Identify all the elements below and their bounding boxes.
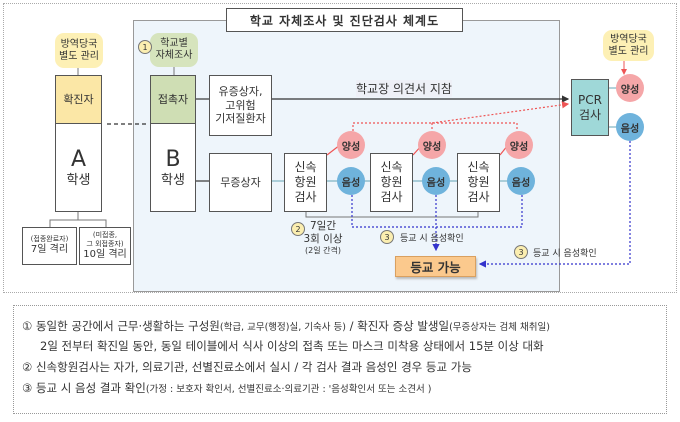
isolation-7-days: (접종완료자) 7일 격리 [22,227,77,265]
student-a-letter: A [70,146,87,172]
frequency-line3: (2일 간격) [305,246,341,256]
attend-school-box: 등교 가능 [395,256,476,277]
frequency-text: 7일간 3회 이상 (2일 간격) [304,220,343,256]
student-b-letter: B [165,146,181,172]
note-marker: ② [22,360,33,374]
note-text: 동일한 공간에서 근무·생활하는 구성원 [35,319,220,333]
confirm-right-text: 등교 시 음성확인 [533,249,597,259]
diagram-frame [3,3,677,293]
isolation-text: 10일 격리 [83,248,127,260]
contact-header: 접촉자 [150,75,196,124]
note-3: ③ 등교 시 음성 결과 확인(가정 : 보호자 확인서, 선별진료소·의료기관… [22,380,431,396]
frequency-line2: 3회 이상 [303,233,343,246]
symptomatic-box: 유증상자, 고위험 기저질환자 [209,75,272,136]
frequency-line1: 7일간 [309,220,336,232]
note-1-continued: 2일 전부터 확진일 동안, 동일 테이블에서 식사 이상의 접촉 또는 마스크… [40,339,544,353]
note-2: ② 신속항원검사는 자가, 의료기관, 선별진료소에서 실시 / 각 검사 결과… [22,359,472,375]
rapid-test-2: 신속 항원 검사 [370,153,413,212]
marker-2: 2 [291,222,305,236]
principal-note: 학교장 의견서 지참 [356,80,452,97]
note-marker: ③ [22,381,33,395]
school-investigation-bubble: 학교별 자체조사 [150,33,198,67]
marker-1: 1 [138,40,152,54]
note-marker: ① [22,319,33,333]
note-text: 등교 시 음성 결과 확인 [35,381,146,395]
negative-circle-2: 음성 [422,167,450,195]
student-b-label: 학생 [161,173,185,189]
notes-box [13,305,667,414]
student-a-label: 학생 [66,173,91,189]
note-sub: (학급, 교무(행정)실, 기숙사 등) [219,322,346,333]
rapid-test-3: 신속 항원 검사 [457,153,500,212]
note-sub: (가정 : 보호자 확인서, 선별진료소·의료기관 : '음성확인서 또는 소견… [145,384,432,395]
rapid-test-1: 신속 항원 검사 [284,153,327,212]
marker-3-left: 3 [380,230,394,244]
positive-circle-2: 양성 [418,131,446,159]
health-authority-bubble-left: 방역당국 별도 관리 [55,33,103,68]
health-authority-bubble-right: 방역당국 별도 관리 [603,30,654,61]
isolation-note: (접종완료자) [30,235,69,244]
note-sub: (무증상자는 검체 채취일) [449,322,550,333]
isolation-note: (미접종, 그 외접종자) [86,231,124,248]
pcr-positive-circle: 양성 [616,74,644,102]
positive-circle-1: 양성 [337,131,365,159]
marker-3-right: 3 [514,245,528,259]
student-a-box: A 학생 [55,123,102,212]
negative-circle-3: 음성 [507,167,535,195]
isolation-text: 7일 격리 [30,244,69,256]
negative-circle-1: 음성 [337,167,365,195]
note-1: ① 동일한 공간에서 근무·생활하는 구성원(학급, 교무(행정)실, 기숙사 … [22,318,550,334]
pcr-test-box: PCR 검사 [571,79,609,136]
note-text: / 확진자 증상 발생일 [345,319,450,333]
isolation-10-days: (미접종, 그 외접종자) 10일 격리 [79,227,131,265]
diagram-title: 학교 자체조사 및 진단검사 체계도 [226,8,463,32]
confirm-left-text: 등교 시 음성확인 [400,234,464,244]
asymptomatic-box: 무증상자 [209,153,272,212]
confirmed-header: 확진자 [55,75,102,124]
student-b-box: B 학생 [150,123,196,212]
positive-circle-3: 양성 [505,131,533,159]
pcr-negative-circle: 음성 [616,113,644,141]
note-text: 신속항원검사는 자가, 의료기관, 선별진료소에서 실시 / 각 검사 결과 음… [35,360,472,374]
